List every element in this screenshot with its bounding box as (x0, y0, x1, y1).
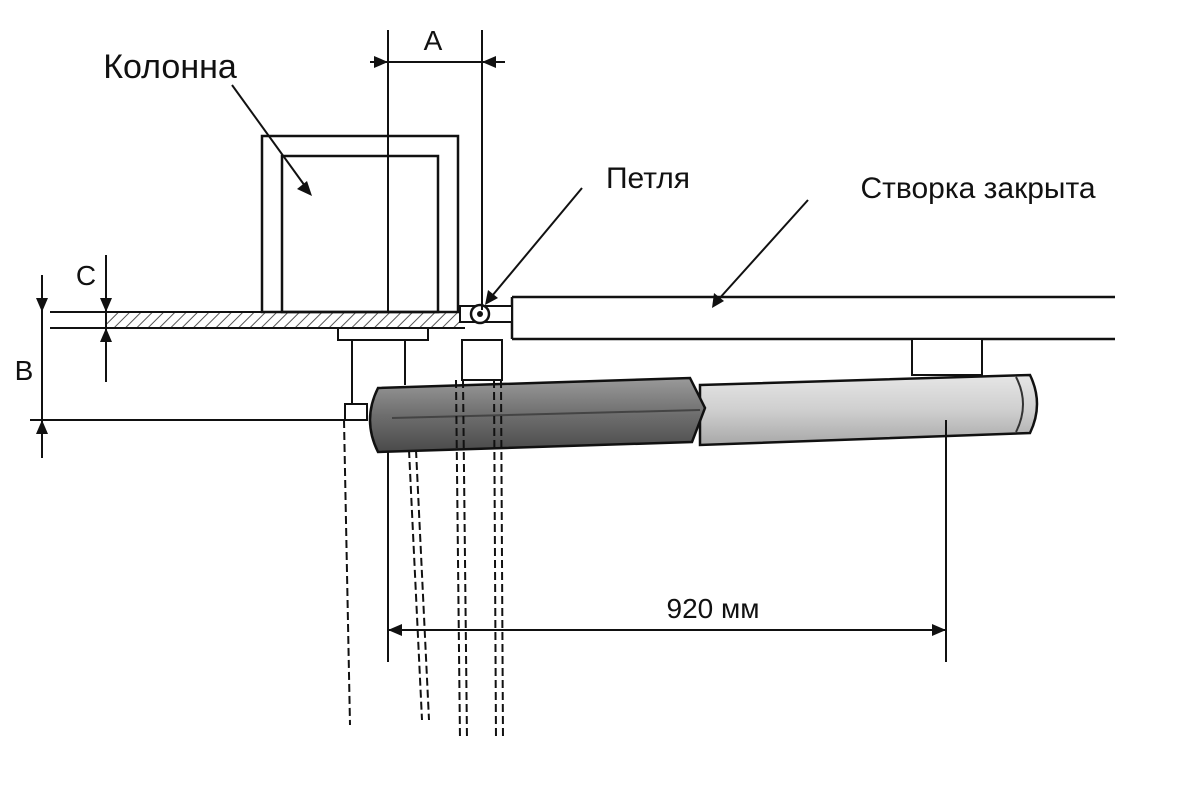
dimension-b-label: B (15, 355, 34, 386)
leader-hinge (485, 187, 583, 305)
hinge-bracket (461, 339, 503, 381)
gate-leaf (510, 295, 1115, 341)
cable-lines (343, 379, 504, 741)
wall-line (50, 311, 465, 329)
dimension-c-label: C (76, 260, 96, 291)
dimension-a-label: A (424, 25, 443, 56)
rear-bracket (337, 327, 429, 410)
leader-leaf (712, 199, 809, 308)
column-label: Колонна (103, 48, 237, 86)
hinge-label: Петля (606, 162, 690, 195)
leaf-closed-label: Створка закрыта (860, 172, 1095, 205)
dimension-920 (387, 420, 947, 662)
dimension-920-label: 920 мм (667, 593, 760, 624)
dimension-a (370, 30, 505, 312)
column-post (260, 134, 460, 314)
dimension-b (30, 275, 345, 458)
dimension-c (100, 255, 112, 382)
actuator (344, 373, 1039, 454)
front-bracket (911, 338, 983, 376)
hinge (459, 303, 513, 325)
leader-column (231, 84, 312, 196)
